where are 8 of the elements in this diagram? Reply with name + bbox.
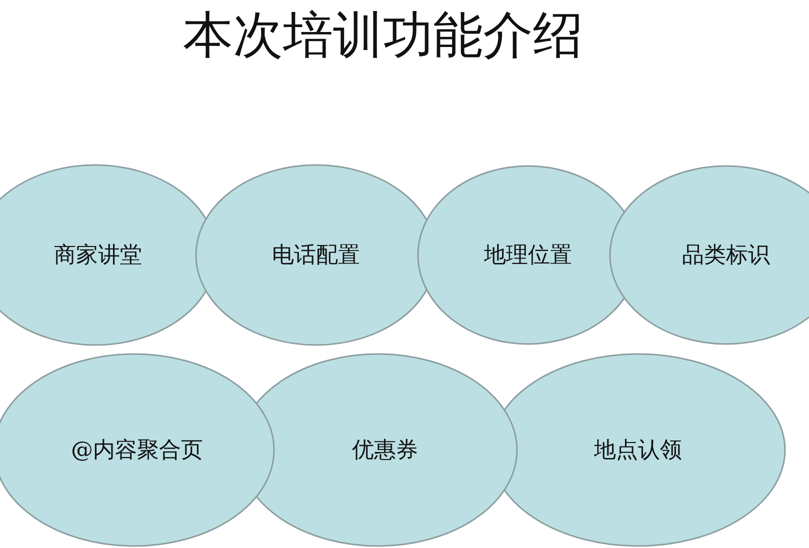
node-label: @内容聚合页	[71, 437, 203, 465]
node-label: 商家讲堂	[54, 242, 142, 270]
node-label: 地点认领	[594, 437, 682, 465]
node-label: 电话配置	[272, 242, 360, 270]
node-label: 地理位置	[484, 242, 572, 270]
title: 本次培训功能介绍	[183, 5, 583, 66]
node-label: 品类标识	[682, 242, 770, 270]
node-label: 优惠券	[352, 437, 418, 465]
